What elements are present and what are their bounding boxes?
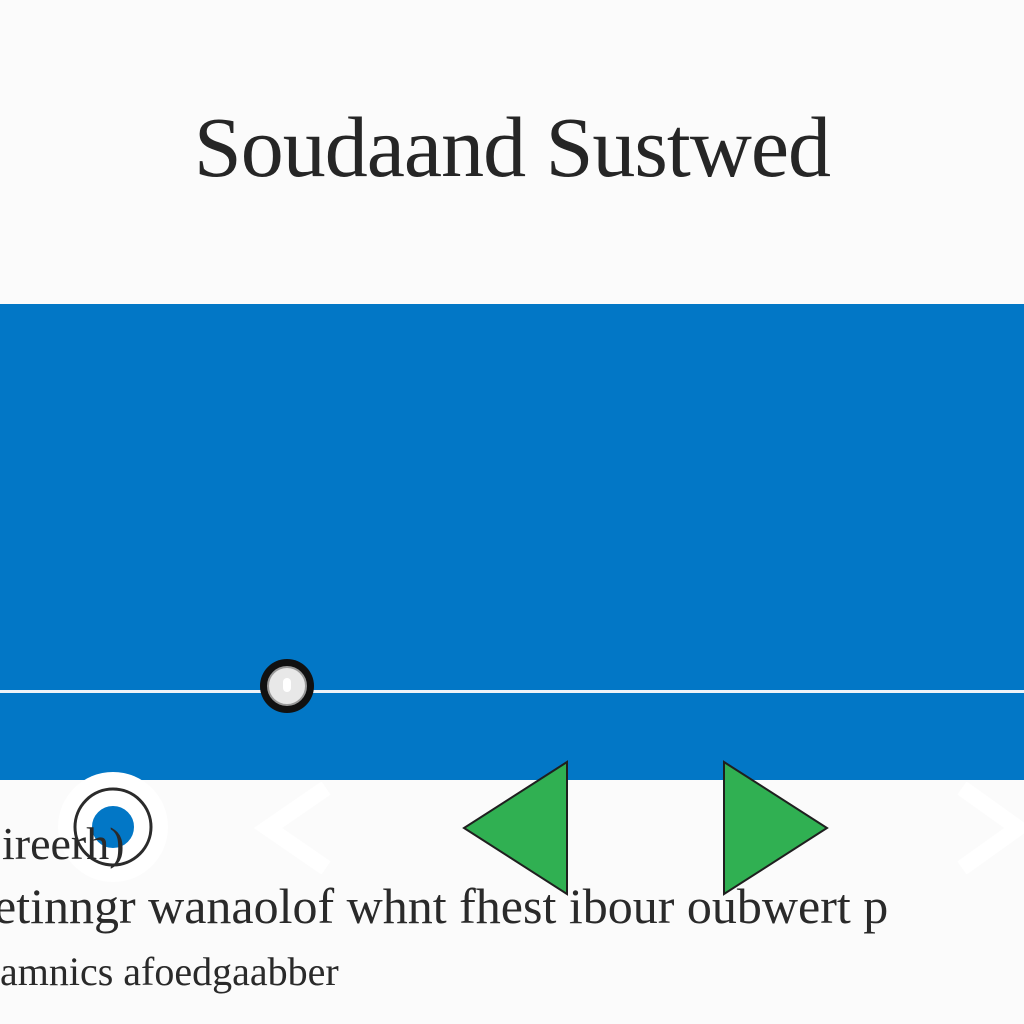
chevron-right-icon[interactable] <box>954 782 1024 874</box>
page-title: Soudaand Sustwed <box>193 99 831 195</box>
description-line: etinngr wanaolof whnt fhest ibour oubwer… <box>0 878 889 934</box>
description-line: ireerh) <box>2 818 125 869</box>
progress-track[interactable] <box>0 690 1024 693</box>
record-icon[interactable] <box>56 770 170 884</box>
progress-thumb[interactable] <box>259 658 315 714</box>
media-player-panel <box>0 304 1024 896</box>
chevron-left-icon[interactable] <box>254 782 334 874</box>
triangle-right-icon[interactable] <box>721 760 831 896</box>
triangle-left-icon[interactable] <box>460 760 570 896</box>
description-line: amnics afoedgaabber <box>0 949 339 994</box>
